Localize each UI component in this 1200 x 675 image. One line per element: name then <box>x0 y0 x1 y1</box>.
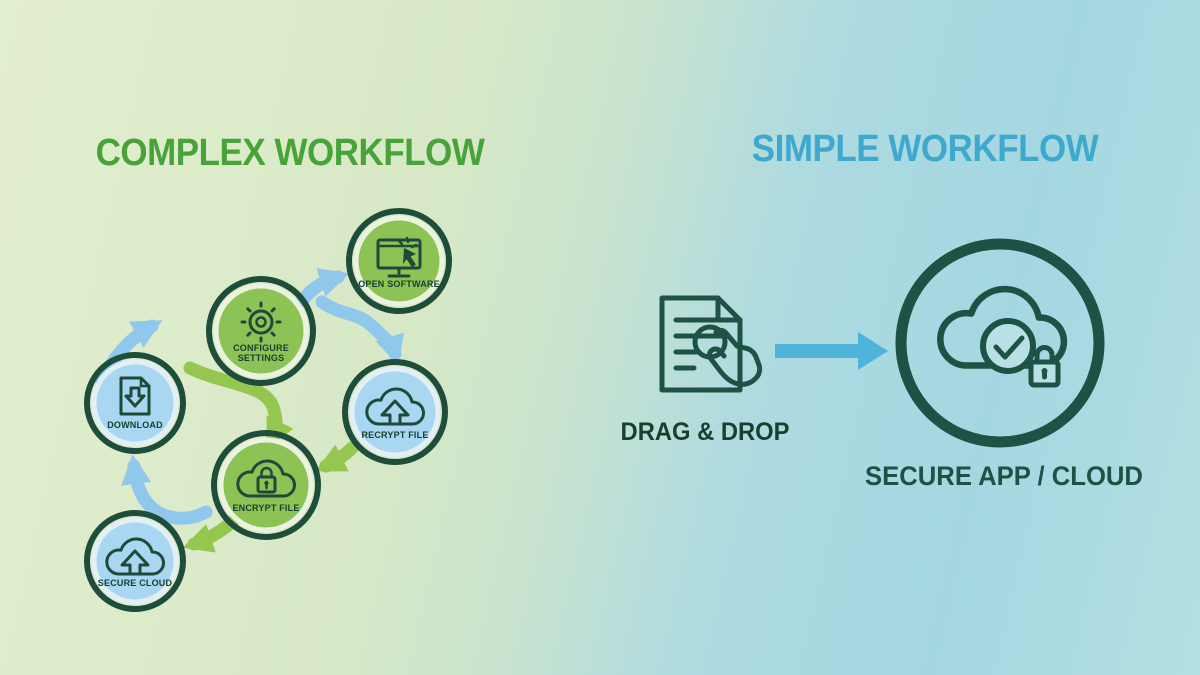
arrow-recrypt-to-encrypt <box>315 441 359 473</box>
simple-workflow-title: SIMPLE WORKFLOW <box>751 128 1099 170</box>
arrow-right-icon <box>775 332 888 370</box>
node-label-encrypt: ENCRYPT FILE <box>232 503 300 513</box>
node-download <box>84 352 186 454</box>
node-encrypt-file <box>211 430 321 540</box>
secure-cloud-check-lock-icon <box>895 238 1105 448</box>
node-label-open-software: OPEN SOFTWARE <box>358 279 440 289</box>
arrow-configure-to-open-software <box>296 268 350 307</box>
node-label-download: DOWNLOAD <box>107 420 163 430</box>
node-label-secure-cloud: SECURE CLOUD <box>97 578 173 588</box>
complex-workflow-title: COMPLEX WORKFLOW <box>95 132 485 174</box>
secure-app-cloud-label: SECURE APP / CLOUD <box>865 461 1143 491</box>
cloud-lock-icon <box>236 459 297 498</box>
node-recrypt-file <box>342 359 448 465</box>
node-secure-cloud <box>84 510 186 612</box>
document-touch-icon <box>659 295 763 393</box>
gear-icon <box>240 301 282 343</box>
software-cursor-icon <box>376 236 422 278</box>
node-label-recrypt: RECRYPT FILE <box>361 430 429 440</box>
node-label-configure: CONFIGURE SETTINGS <box>233 343 289 363</box>
node-open-software <box>346 208 452 314</box>
arrow-configure-to-encrypt <box>183 361 294 449</box>
arrow-encrypt-to-secure-cloud <box>182 515 239 553</box>
arrow-secure-cloud-to-download <box>121 454 213 525</box>
cloud-upload-icon <box>365 387 426 426</box>
download-file-icon <box>119 376 151 416</box>
arrow-open-software-to-recrypt <box>315 295 405 366</box>
node-configure-settings <box>206 276 316 386</box>
drag-drop-label: DRAG & DROP <box>620 418 790 446</box>
cloud-upload-icon <box>105 537 166 576</box>
